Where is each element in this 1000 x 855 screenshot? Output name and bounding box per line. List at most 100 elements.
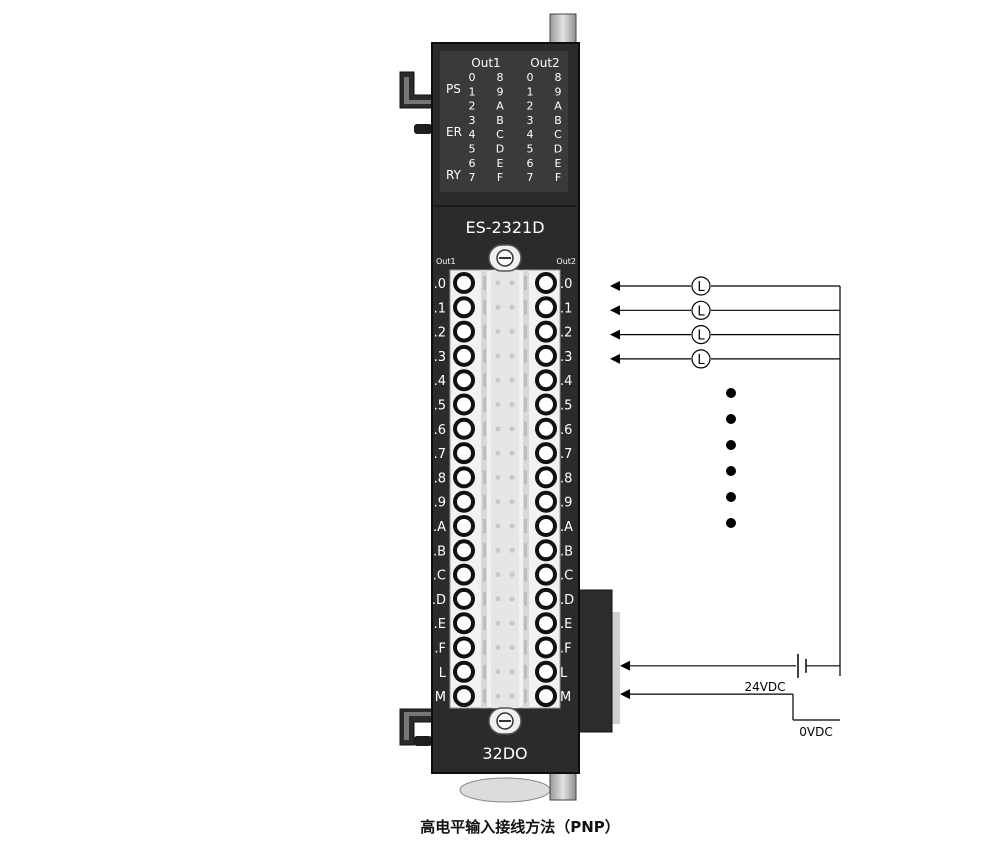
bottom-tab [549, 769, 577, 801]
terminal-label-left: .8 [434, 471, 446, 486]
led-label: F [497, 171, 503, 184]
led-status-er: ER [446, 125, 462, 139]
load-symbol-label: L [697, 329, 705, 344]
led-label: F [555, 171, 561, 184]
terminal-pin [495, 377, 501, 383]
terminal-latch [524, 324, 527, 339]
terminal-pin [495, 426, 501, 432]
terminal-pin [509, 450, 515, 456]
terminal-label-left: .B [433, 544, 446, 559]
terminal-latch [483, 373, 486, 388]
terminal-latch [524, 664, 527, 679]
terminal-label-right: .D [560, 593, 574, 608]
module-model: ES-2321D [465, 218, 544, 237]
terminal-screw-right [535, 685, 557, 708]
led-panel [438, 49, 570, 194]
terminal-latch [483, 591, 486, 606]
terminal-pin [509, 402, 515, 407]
arrow-head [620, 689, 630, 700]
terminal-pin [495, 547, 501, 553]
terminal-pin [509, 426, 515, 432]
led-label: D [554, 143, 562, 156]
led-label: C [554, 128, 562, 141]
terminal-latch [483, 348, 486, 363]
terminal-screw-left [453, 320, 475, 343]
terminal-pin [509, 353, 515, 359]
led-status-ps: PS [446, 82, 461, 96]
terminal-screw-left [453, 344, 475, 367]
terminal-latch [483, 494, 486, 509]
terminal-latch [483, 324, 486, 339]
load-symbol-label: L [697, 304, 705, 319]
led-label: 7 [527, 171, 534, 184]
terminal-latch [524, 689, 527, 704]
terminal-label-right: M [560, 690, 571, 705]
led-label: 4 [527, 128, 534, 141]
ground-label: 0VDC [799, 725, 832, 739]
terminal-label-left: .E [434, 617, 446, 632]
led-label: 2 [527, 100, 534, 113]
terminal-screw-left [453, 587, 475, 610]
terminal-label-right: .4 [560, 374, 572, 389]
terminal-screw-left [453, 369, 475, 392]
terminal-label-right: .A [560, 520, 573, 535]
terminal-screw-right [535, 612, 557, 635]
terminal-latch [483, 689, 486, 704]
terminal-pin [509, 620, 515, 626]
terminal-label-left: .C [433, 569, 446, 584]
terminal-latch [524, 421, 527, 436]
terminal-screw-left [453, 660, 475, 683]
load-symbol [691, 300, 711, 320]
led-label: 0 [527, 71, 534, 84]
terminal-label-right: .6 [560, 423, 572, 438]
terminal-label-left: .4 [434, 374, 446, 389]
continuation-dot [726, 414, 736, 424]
terminal-latch [524, 591, 527, 606]
terminal-label-left: .A [433, 520, 446, 535]
led-label: 7 [469, 171, 476, 184]
terminal-pin [495, 523, 501, 529]
arrow-head [610, 329, 620, 340]
led-label: 6 [469, 157, 476, 170]
led-label: 9 [555, 85, 562, 98]
terminal-label-right: .F [560, 642, 572, 657]
terminal-pin [495, 669, 501, 675]
terminal-screw-right [535, 660, 557, 683]
led-label: 6 [527, 157, 534, 170]
led-label: 9 [497, 85, 504, 98]
terminal-screw-left [453, 563, 475, 586]
terminal-screw-right [535, 320, 557, 343]
led-label: 3 [469, 114, 476, 127]
terminal-divider-right [523, 270, 529, 708]
led-label: B [554, 114, 562, 127]
terminal-pin [495, 280, 501, 286]
terminal-pin [495, 596, 501, 602]
led-label: 0 [469, 71, 476, 84]
terminal-screw-right [535, 393, 557, 416]
terminal-pin [495, 620, 501, 626]
led-label: A [554, 100, 562, 113]
terminal-latch [483, 397, 486, 412]
bottom-ring [459, 777, 551, 803]
terminal-latch [483, 567, 486, 582]
terminal-screw-left [453, 417, 475, 440]
terminal-label-left: .1 [434, 301, 446, 316]
terminal-screw-right [535, 369, 557, 392]
terminal-label-right: .7 [560, 447, 572, 462]
terminal-label-left: .7 [434, 447, 446, 462]
terminal-latch [483, 616, 486, 631]
terminal-label-left: .F [434, 642, 446, 657]
terminal-pin [495, 474, 501, 480]
led-label: D [496, 143, 504, 156]
top-tab [549, 13, 577, 47]
led-status-ry: RY [446, 168, 462, 182]
terminal-screw-right [535, 636, 557, 659]
arrow-head [610, 353, 620, 364]
terminal-pin [509, 499, 515, 505]
terminal-label-right: .B [560, 544, 573, 559]
terminal-label-left: .3 [434, 350, 446, 365]
terminal-pin [495, 329, 501, 335]
led-label: 5 [469, 143, 476, 156]
terminal-screw-right [535, 515, 557, 537]
module-type-label: 32DO [482, 744, 527, 763]
